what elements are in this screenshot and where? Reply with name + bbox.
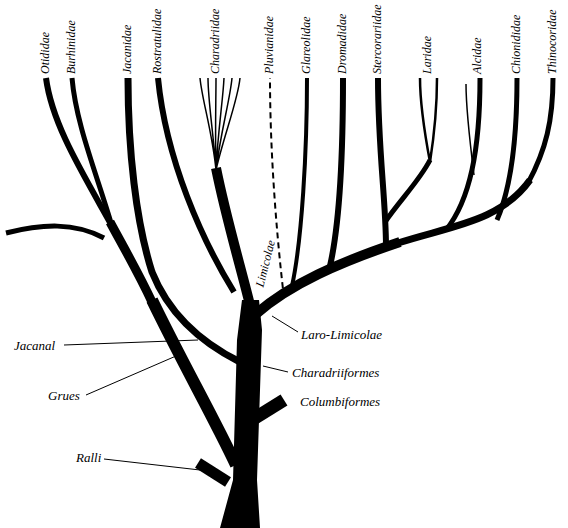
- clade-label: Columbiformes: [300, 395, 380, 409]
- leader-line: [263, 366, 288, 372]
- leader-line: [64, 340, 198, 345]
- laridae-branches: [420, 78, 437, 162]
- grues-side-branch: [6, 226, 104, 238]
- glareolidae-branch: [292, 78, 307, 286]
- otididae-branch: [46, 78, 112, 226]
- dromadidae-branch: [330, 78, 343, 266]
- laridae-branch: [385, 160, 430, 222]
- leader-line: [272, 316, 298, 332]
- clade-label: Alcidae: [471, 37, 484, 74]
- clade-label: Jacanidae: [121, 25, 134, 74]
- leader-line: [86, 356, 176, 395]
- alcidae-branch: [446, 78, 480, 230]
- clade-label: Grues: [48, 389, 80, 403]
- clade-label: Otididae: [39, 32, 52, 74]
- chionididae-branch: [497, 78, 517, 220]
- alcidae-twig: [466, 84, 474, 175]
- laro-limicolae-branch: [256, 242, 400, 314]
- charadriidae-branches: [200, 78, 240, 170]
- leader-lines: [64, 316, 298, 470]
- clade-label: Laro-Limicolae: [301, 328, 382, 342]
- columbiformes-stub: [255, 400, 284, 418]
- clade-label: Stercorariidae: [371, 4, 384, 74]
- branches: [6, 78, 553, 528]
- clade-label: Pluvianidae: [263, 16, 276, 74]
- ralli-stub: [198, 463, 228, 482]
- grues-branch: [152, 300, 236, 465]
- clade-label: Rostratulidae: [151, 9, 164, 74]
- rostratulidae-branch: [158, 78, 234, 292]
- clade-label: Glareolidae: [300, 16, 313, 74]
- clade-label: Ralli: [76, 451, 101, 465]
- clade-label: Burhinidae: [65, 20, 78, 74]
- thinocoridae-branch: [528, 78, 553, 183]
- laro-limicolae-branch: [398, 180, 530, 243]
- clade-label: Thinocoridae: [546, 9, 559, 74]
- clade-label: Limicolae: [254, 239, 278, 289]
- burhinidae-branch: [72, 78, 112, 226]
- clade-label: Charadriiformes: [292, 366, 379, 380]
- limicolae-branch: [216, 168, 250, 305]
- clade-label: Dromadidae: [336, 14, 349, 74]
- clade-label: Jacanal: [14, 339, 55, 353]
- leader-line: [104, 459, 200, 470]
- clade-label: Charadriidae: [209, 9, 222, 74]
- clade-label: Chionididae: [510, 15, 523, 74]
- clade-label: Laridae: [421, 36, 434, 74]
